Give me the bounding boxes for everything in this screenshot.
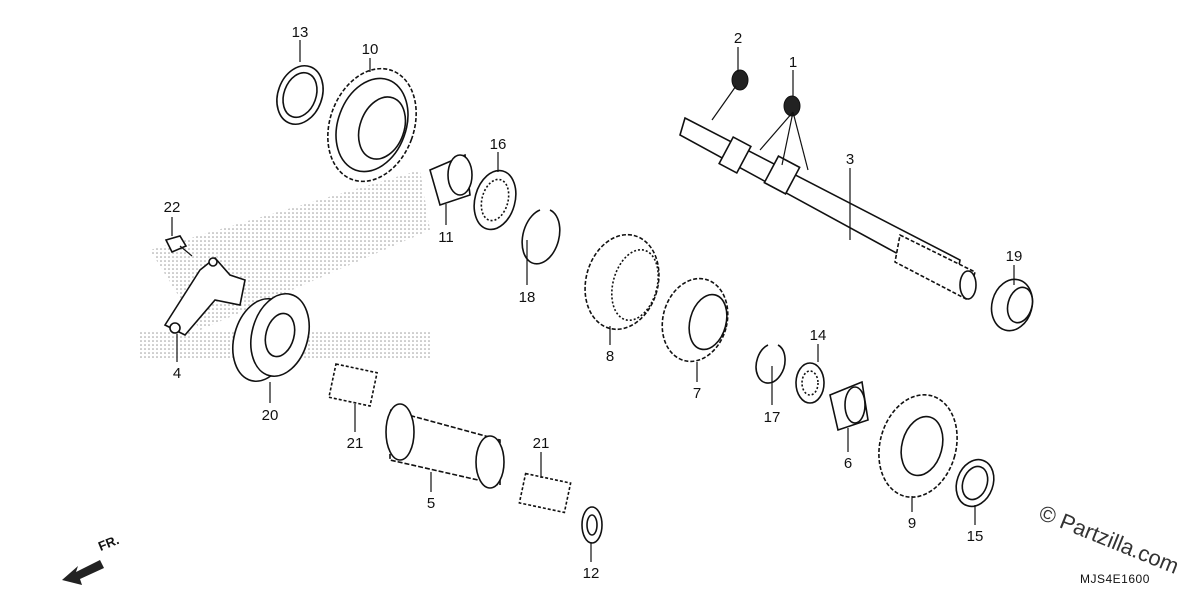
callout-2: 2: [734, 30, 742, 47]
callout-5: 5: [427, 495, 435, 512]
callout-13: 13: [292, 24, 309, 41]
callout-labels: 13 10 11 16 18 22 4 20 21 5 21 12 8 7 2 …: [164, 24, 1023, 582]
callout-22: 22: [164, 199, 181, 216]
callout-8: 8: [606, 348, 614, 365]
callout-3: 3: [846, 151, 854, 168]
part-12-splined-washer[interactable]: [581, 506, 603, 544]
part-8-gear[interactable]: [575, 226, 669, 337]
part-10-gear[interactable]: [313, 56, 432, 194]
part-5-countershaft-gear[interactable]: [385, 403, 505, 489]
callout-19: 19: [1006, 248, 1023, 265]
part-14-splined-washer[interactable]: [795, 362, 825, 404]
part-17-circlip[interactable]: [755, 344, 786, 384]
part-3-mainshaft[interactable]: [679, 116, 977, 302]
front-direction-arrow-icon: [62, 560, 104, 585]
part-13-thrust-washer[interactable]: [269, 59, 331, 130]
callout-14: 14: [810, 327, 827, 344]
callout-20: 20: [262, 407, 279, 424]
part-19-bearing[interactable]: [986, 275, 1038, 336]
part-6-bushing[interactable]: [829, 380, 869, 432]
callout-6: 6: [844, 455, 852, 472]
callout-10: 10: [362, 41, 379, 58]
callout-17: 17: [764, 409, 781, 426]
part-15-thrust-washer[interactable]: [950, 454, 1000, 511]
leader-lines: [171, 40, 1015, 562]
part-16-splined-washer[interactable]: [468, 166, 522, 234]
callout-21-left: 21: [347, 435, 364, 452]
callout-7: 7: [693, 385, 701, 402]
callout-12: 12: [583, 565, 600, 582]
part-21-needle-bearing-right[interactable]: [518, 472, 572, 514]
part-21-needle-bearing-left[interactable]: [327, 363, 379, 407]
callout-18: 18: [519, 289, 536, 306]
part-9-gear[interactable]: [868, 386, 968, 506]
callout-11: 11: [438, 229, 454, 246]
part-4-stopper-plate[interactable]: [163, 256, 246, 336]
part-18-circlip[interactable]: [521, 209, 561, 265]
part-11-bushing[interactable]: [429, 153, 473, 207]
callout-16: 16: [490, 136, 507, 153]
part-7-gear[interactable]: [653, 271, 737, 369]
callout-1: 1: [789, 54, 797, 71]
callout-4: 4: [173, 365, 181, 382]
part-20-bearing[interactable]: [224, 287, 318, 388]
callout-15: 15: [967, 528, 984, 545]
callout-21-right: 21: [533, 435, 550, 452]
part-22-bolt[interactable]: [164, 235, 193, 257]
part-2-bushing[interactable]: [731, 69, 749, 91]
callout-9: 9: [908, 515, 916, 532]
diagram-code: MJS4E1600: [1080, 572, 1150, 586]
